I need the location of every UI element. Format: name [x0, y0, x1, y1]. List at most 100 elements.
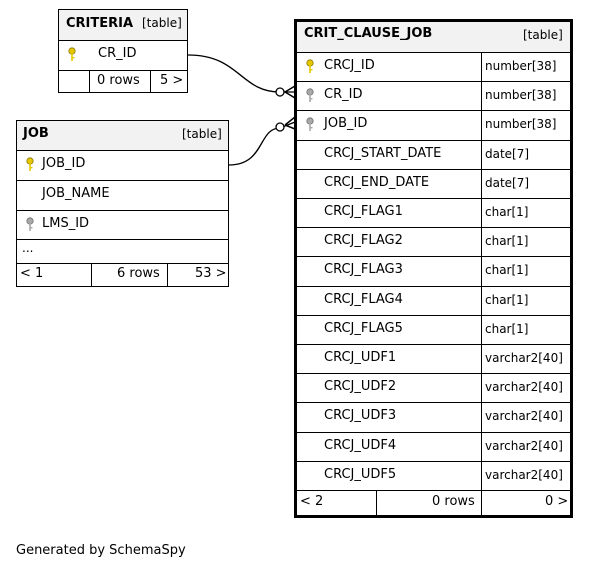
crit-clause-job-column-type: char[1] [485, 234, 529, 249]
crit-clause-job-table-name: CRIT_CLAUSE_JOB [304, 26, 433, 41]
crit-clause-job-column-type: varchar2[40] [485, 351, 563, 365]
crit-clause-job-column-row[interactable]: CR_ID number[38] [297, 81, 570, 111]
type-divider [481, 315, 482, 344]
crit-clause-job-footer-prev[interactable]: < 2 [300, 494, 324, 509]
crit-clause-job-column-row[interactable]: CRCJ_UDF1 varchar2[40] [297, 344, 570, 374]
link-end-circle-cr-id [275, 87, 285, 97]
foreign-key-icon [306, 117, 314, 132]
type-divider [481, 257, 482, 286]
job-column-row[interactable]: JOB_ID [17, 150, 228, 180]
crit-clause-job-column-type: date[7] [485, 146, 530, 161]
crit-clause-job-column-type: char[1] [485, 263, 529, 278]
job-more-columns-row: ... [17, 239, 228, 263]
type-divider [481, 432, 482, 461]
footer-divider [150, 71, 151, 92]
criteria-table-name: CRITERIA [66, 16, 134, 31]
primary-key-icon [68, 47, 76, 61]
link-job-crit-clause-job [228, 121, 296, 166]
criteria-footer-next[interactable]: 5 > [160, 73, 184, 88]
footer-divider [91, 264, 92, 286]
crit-clause-job-column-name: CRCJ_ID [324, 58, 375, 73]
link-crowfoot-job-id [284, 116, 296, 130]
type-divider [481, 169, 482, 198]
type-divider [481, 461, 482, 490]
foreign-key-icon [26, 217, 34, 231]
crit-clause-job-footer-next[interactable]: 0 > [545, 494, 569, 509]
type-divider [481, 286, 482, 315]
job-column-row[interactable]: LMS_ID [17, 210, 228, 239]
crit-clause-job-column-row[interactable]: CRCJ_FLAG1 char[1] [297, 198, 570, 228]
link-criteria-crit-clause-job [187, 54, 295, 93]
criteria-table-tag: [table] [142, 16, 182, 30]
crit-clause-job-column-row[interactable]: CRCJ_FLAG3 char[1] [297, 256, 570, 286]
criteria-footer-rows: 0 rows [97, 73, 140, 88]
crit-clause-job-column-type: varchar2[40] [485, 380, 563, 395]
crit-clause-job-column-row[interactable]: CRCJ_UDF2 varchar2[40] [297, 373, 570, 403]
foreign-key-icon [306, 88, 314, 103]
job-header: JOB [table] [17, 121, 228, 150]
crit-clause-job-column-row[interactable]: CRCJ_END_DATE date[7] [297, 168, 570, 198]
crit-clause-job-column-type: number[38] [485, 59, 557, 73]
job-footer-rows: 6 rows [117, 266, 160, 281]
crit-clause-job-table-tag: [table] [523, 28, 563, 42]
criteria-table[interactable]: CRITERIA [table] CR_ID 0 rows 5 > [58, 9, 188, 93]
type-divider [481, 199, 482, 228]
type-divider [481, 82, 482, 111]
criteria-column-row[interactable]: CR_ID [59, 40, 187, 70]
crit-clause-job-table[interactable]: CRIT_CLAUSE_JOB [table] CRCJ_ID number[38… [294, 19, 573, 518]
criteria-column-name: CR_ID [98, 46, 137, 61]
job-footer: < 1 6 rows 53 > [17, 263, 228, 286]
generated-by-caption: Generated by SchemaSpy [16, 543, 186, 558]
crit-clause-job-column-row[interactable]: JOB_ID number[38] [297, 110, 570, 140]
crit-clause-job-column-type: varchar2[40] [485, 467, 563, 482]
crit-clause-job-column-row[interactable]: CRCJ_ID number[38] [297, 52, 570, 82]
crit-clause-job-column-name: CRCJ_FLAG3 [324, 262, 403, 278]
criteria-header: CRITERIA [table] [59, 10, 187, 40]
job-table-name: JOB [23, 126, 49, 141]
job-table-tag: [table] [182, 127, 222, 141]
footer-divider [89, 71, 90, 92]
type-divider [481, 403, 482, 432]
crit-clause-job-column-type: number[38] [485, 117, 557, 132]
primary-key-icon [26, 157, 34, 171]
job-footer-prev[interactable]: < 1 [20, 266, 44, 281]
crit-clause-job-column-type: char[1] [485, 205, 529, 219]
crit-clause-job-column-name: CRCJ_UDF4 [324, 437, 397, 453]
crit-clause-job-column-name: CRCJ_UDF1 [324, 350, 397, 365]
crit-clause-job-column-name: CR_ID [324, 87, 363, 103]
crit-clause-job-footer-rows: 0 rows [432, 494, 475, 509]
crit-clause-job-column-name: JOB_ID [324, 116, 368, 132]
footer-divider [167, 264, 168, 286]
footer-divider [376, 491, 377, 515]
footer-divider [481, 491, 482, 515]
crit-clause-job-column-row[interactable]: CRCJ_UDF5 varchar2[40] [297, 460, 570, 490]
crit-clause-job-column-type: date[7] [485, 175, 530, 190]
job-column-name: JOB_ID [42, 156, 86, 171]
crit-clause-job-column-name: CRCJ_UDF5 [324, 466, 397, 482]
type-divider [481, 53, 482, 82]
job-column-name: JOB_NAME [42, 186, 110, 201]
primary-key-icon [306, 59, 314, 73]
link-end-circle-job-id [275, 122, 285, 132]
type-divider [481, 140, 482, 169]
crit-clause-job-column-type: varchar2[40] [485, 438, 563, 453]
type-divider [481, 374, 482, 403]
job-ellipsis: ... [22, 241, 34, 255]
crit-clause-job-column-row[interactable]: CRCJ_UDF4 varchar2[40] [297, 431, 570, 461]
type-divider [481, 345, 482, 374]
job-table[interactable]: JOB [table] JOB_ID JOB_NAME LMS_ID ... <… [16, 120, 229, 287]
crit-clause-job-column-type: varchar2[40] [485, 409, 563, 424]
job-footer-next[interactable]: 53 > [195, 266, 227, 281]
crit-clause-job-column-name: CRCJ_END_DATE [324, 174, 430, 190]
crit-clause-job-column-name: CRCJ_FLAG1 [324, 204, 403, 219]
job-column-row[interactable]: JOB_NAME [17, 180, 228, 210]
crit-clause-job-column-name: CRCJ_UDF2 [324, 379, 397, 395]
type-divider [481, 111, 482, 140]
crit-clause-job-column-type: number[38] [485, 88, 557, 103]
